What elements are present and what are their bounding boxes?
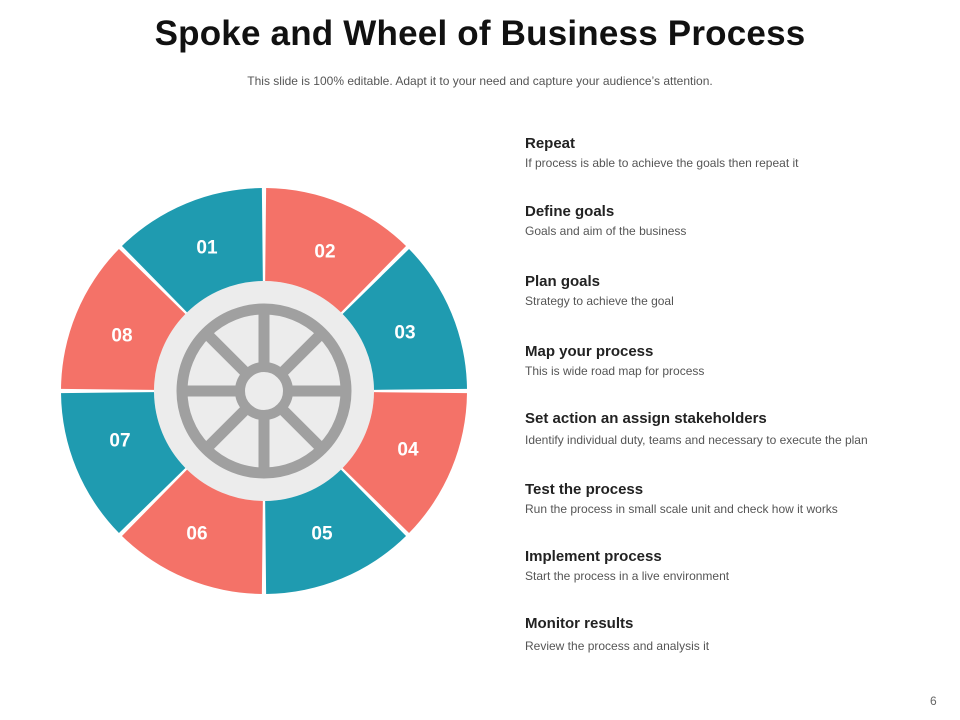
slide-title: Spoke and Wheel of Business Process — [154, 14, 806, 53]
slide-subtitle: This slide is 100% editable. Adapt it to… — [247, 74, 713, 88]
step-title: Implement process — [525, 548, 662, 565]
hub-spoke — [203, 330, 249, 376]
wheel-segment-04 — [342, 248, 467, 390]
wheel-segment-07 — [121, 469, 263, 594]
wheel-icon — [176, 303, 352, 479]
wheel-segment-02 — [121, 188, 263, 313]
segment-number-01: 01 — [196, 238, 218, 259]
segment-number-08: 08 — [111, 326, 132, 347]
step-map-process: Map your process This is wide road map f… — [525, 343, 945, 379]
segment-number-02: 02 — [314, 242, 335, 263]
step-monitor-results: Monitor results Review the process and a… — [525, 615, 945, 654]
step-implement-process: Implement process Start the process in a… — [525, 548, 945, 584]
step-title: Repeat — [525, 135, 576, 152]
wheel-segment-01 — [61, 248, 186, 390]
step-test-process: Test the process Run the process in smal… — [525, 481, 945, 517]
segment-number-07: 07 — [109, 431, 130, 452]
step-title: Test the process — [525, 481, 644, 498]
segment-number-03: 03 — [394, 323, 415, 344]
hub-spoke — [279, 406, 325, 452]
step-title: Plan goals — [525, 273, 601, 290]
hub-rim — [176, 303, 352, 479]
hub-spoke — [279, 330, 325, 376]
wheel-segment-05 — [342, 392, 467, 534]
step-set-action: Set action an assign stakeholders Identi… — [525, 410, 945, 448]
segment-number-04: 04 — [397, 440, 419, 461]
wheel-segment-03 — [265, 188, 407, 313]
step-title: Define goals — [525, 203, 615, 220]
hub-center — [235, 362, 293, 420]
hub-spoke — [203, 406, 249, 452]
step-define-goals: Define goals Goals and aim of the busine… — [525, 203, 945, 239]
step-description: Review the process and analysis it — [525, 639, 710, 653]
page-number: 6 — [930, 694, 937, 708]
wheel-segment-08 — [61, 392, 186, 534]
step-title: Set action an assign stakeholders — [525, 410, 767, 427]
step-description: Goals and aim of the business — [525, 224, 687, 238]
segment-number-06: 06 — [186, 524, 207, 545]
step-repeat: Repeat If process is able to achieve the… — [525, 135, 945, 171]
step-description: Identify individual duty, teams and nece… — [525, 433, 868, 447]
step-description: Strategy to achieve the goal — [525, 294, 674, 308]
segment-number-05: 05 — [311, 524, 333, 545]
step-description: If process is able to achieve the goals … — [525, 156, 799, 170]
wheel-segment-06 — [265, 469, 407, 594]
step-description: Run the process in small scale unit and … — [525, 502, 838, 516]
step-description: Start the process in a live environment — [525, 569, 730, 583]
step-description: This is wide road map for process — [525, 364, 705, 378]
step-title: Map your process — [525, 343, 654, 360]
step-title: Monitor results — [525, 615, 634, 632]
step-plan-goals: Plan goals Strategy to achieve the goal — [525, 273, 945, 309]
